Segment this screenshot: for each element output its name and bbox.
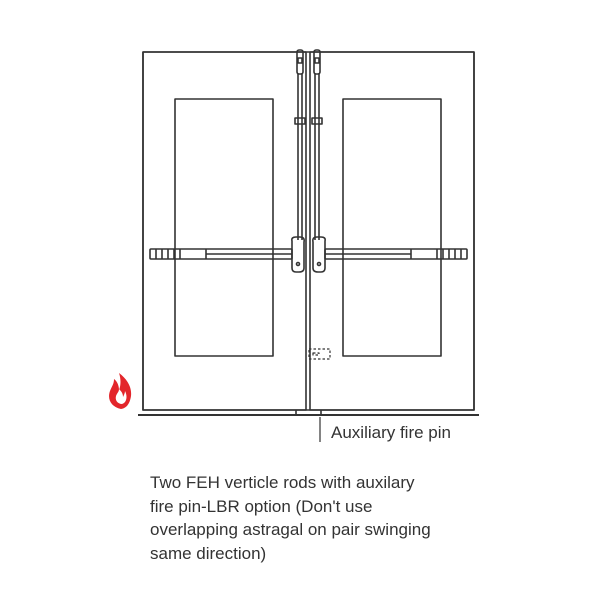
caption-line: fire pin-LBR option (Don't use <box>150 496 373 516</box>
auxiliary-fire-pin-label: Auxiliary fire pin <box>331 423 451 442</box>
left-vertical-rod <box>294 49 306 240</box>
left-exit-device <box>149 236 305 273</box>
right-door-leaf <box>309 51 475 411</box>
left-vision-panel <box>174 98 274 357</box>
auxiliary-fire-pin <box>308 348 331 360</box>
left-door-leaf <box>142 51 307 411</box>
diagram-caption: Two FEH verticle rods with auxilary fire… <box>150 471 480 565</box>
caption-line: Two FEH verticle rods with auxilary <box>150 473 415 492</box>
right-vision-panel <box>342 98 442 357</box>
right-exit-device <box>312 236 468 273</box>
caption-line: same direction) <box>150 543 267 563</box>
fire-icon <box>109 373 132 409</box>
right-vertical-rod <box>311 49 323 240</box>
caption-line: overlapping astragal on pair swinging <box>150 520 431 539</box>
